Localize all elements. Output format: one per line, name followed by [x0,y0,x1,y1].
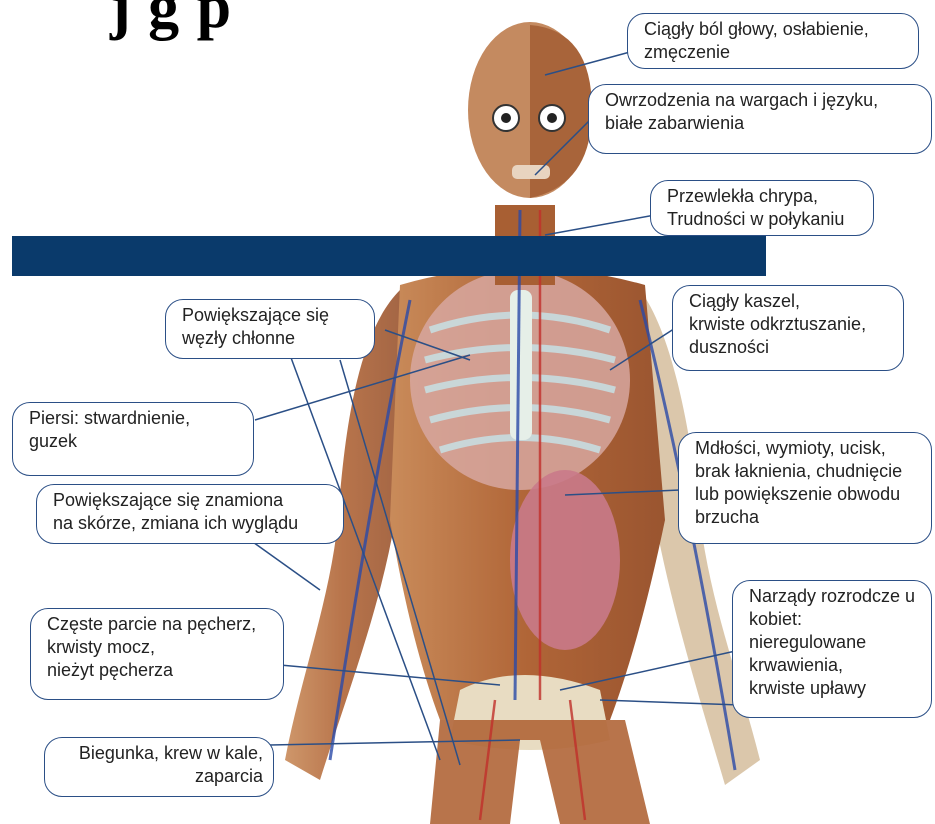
callout-reproductive: Narządy rozrodcze u kobiet: nieregulowan… [732,580,932,718]
callout-breast: Piersi: stwardnienie, guzek [12,402,254,476]
callout-head: Ciągły ból głowy, osłabienie, zmęczenie [627,13,919,69]
callout-lymph: Powiększające się węzły chłonne [165,299,375,359]
callout-bladder: Częste parcie na pęcherz, krwisty mocz, … [30,608,284,700]
callout-cough: Ciągły kaszel, krwiste odkrztuszanie, du… [672,285,904,371]
legs [430,720,650,824]
callout-throat: Przewlekła chrypa, Trudności w połykaniu [650,180,874,236]
callout-stomach: Mdłości, wymioty, ucisk, brak łaknienia,… [678,432,932,544]
banner-bar [12,236,766,276]
mouth [512,165,550,179]
sternum [510,290,532,440]
callout-lips: Owrzodzenia na wargach i języku, białe z… [588,84,932,154]
intestines [510,470,620,650]
callout-bowel: Biegunka, krew w kale, zaparcia [44,737,274,797]
callout-skin: Powiększające się znamiona na skórze, zm… [36,484,344,544]
